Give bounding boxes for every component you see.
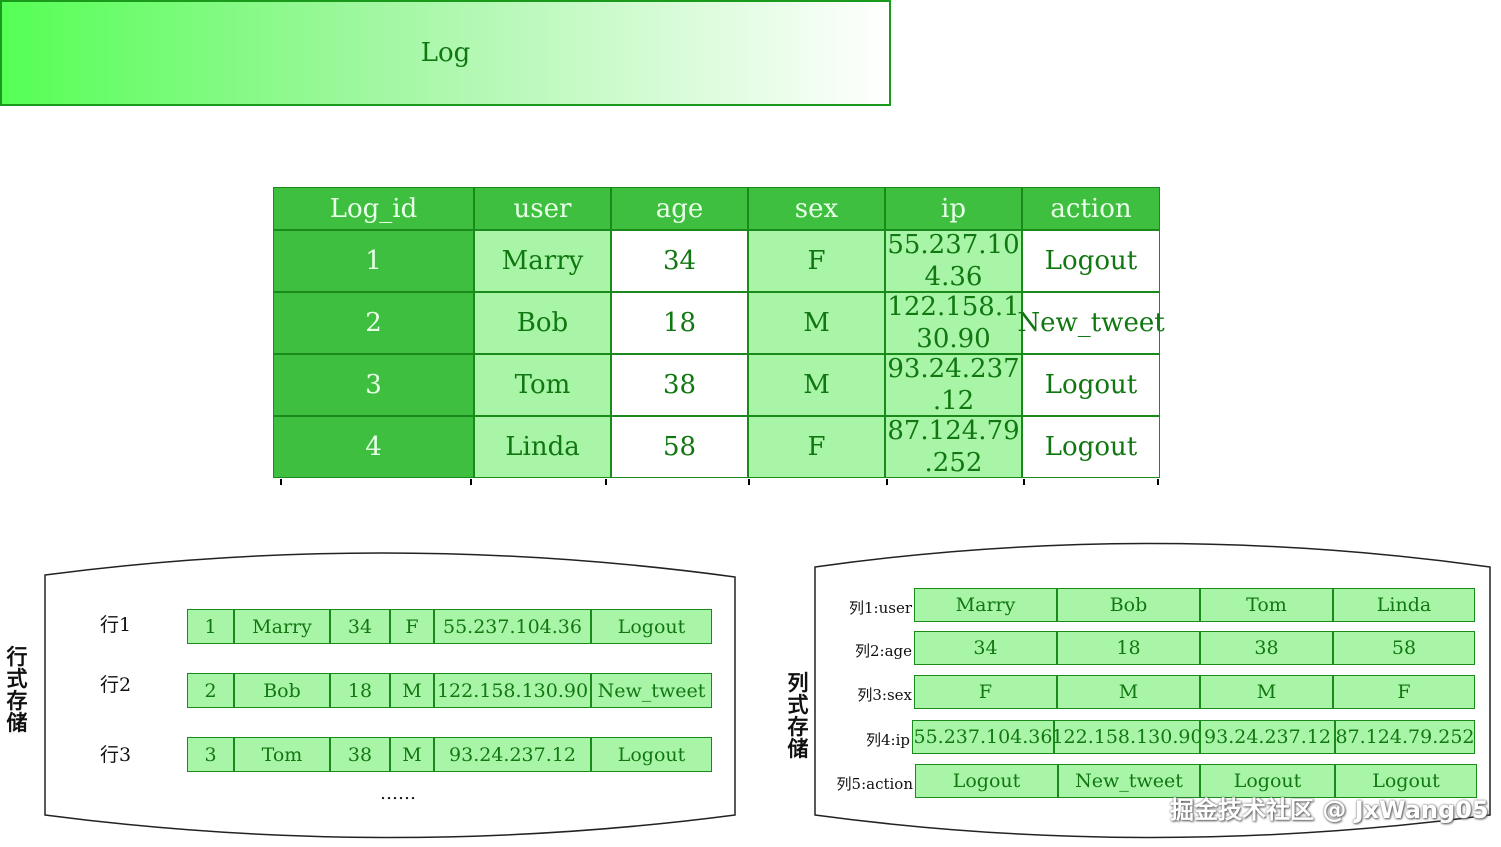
table-cell: 58 <box>611 416 748 478</box>
table-cell: Logout <box>1022 416 1160 478</box>
row-store-title: 行式存储 <box>6 644 28 735</box>
tick-mark <box>1023 479 1025 485</box>
column-label: 列1:user <box>848 599 912 617</box>
row-store-cell: M <box>390 673 434 708</box>
tick-mark <box>280 479 282 485</box>
column-store-cell: 87.124.79.252 <box>1335 720 1475 754</box>
column-store-cell: Marry <box>914 588 1057 622</box>
table-cell: 34 <box>611 230 748 292</box>
column-store-cell: 34 <box>914 631 1057 665</box>
table-cell: 2 <box>273 292 474 354</box>
column-store-cell: Logout <box>915 764 1058 798</box>
column-store-cell: 38 <box>1200 631 1333 665</box>
watermark: 掘金技术社区 @ JxWang05 <box>1170 796 1489 824</box>
column-store-cell: New_tweet <box>1058 764 1200 798</box>
table-cell: 1 <box>273 230 474 292</box>
row-store-cell: Bob <box>234 673 330 708</box>
column-header: ip <box>885 187 1022 230</box>
table-cell: F <box>748 416 885 478</box>
column-label: 列5:action <box>836 775 913 793</box>
table-cell: 93.24.237.12 <box>885 354 1022 416</box>
column-store-cell: Bob <box>1057 588 1200 622</box>
table-cell: F <box>748 230 885 292</box>
column-store-cell: F <box>1333 675 1475 709</box>
column-store-cell: F <box>914 675 1057 709</box>
column-store-cell: M <box>1200 675 1333 709</box>
ip-line: 122.158.1 <box>887 292 1020 322</box>
row-store-cell: Logout <box>591 609 712 644</box>
row-store-cell: Logout <box>591 737 712 772</box>
ip-line: 55.237.10 <box>887 230 1020 260</box>
table-cell: Tom <box>474 354 611 416</box>
row-store-cell: 38 <box>330 737 390 772</box>
column-store-cell: Tom <box>1200 588 1333 622</box>
ip-line: .12 <box>932 386 975 416</box>
column-store-cell: M <box>1057 675 1200 709</box>
column-store-cell: Logout <box>1335 764 1477 798</box>
tick-mark <box>748 479 750 485</box>
row-label: 行2 <box>100 674 132 696</box>
ip-line: 30.90 <box>916 324 991 354</box>
table-cell: M <box>748 354 885 416</box>
tick-mark <box>605 479 607 485</box>
column-label: 列2:age <box>854 642 912 660</box>
column-store-cell: Logout <box>1200 764 1335 798</box>
column-label: 列3:sex <box>857 686 912 704</box>
table-cell: 4 <box>273 416 474 478</box>
column-store-title: 列式存储 <box>787 670 809 761</box>
table-cell: 18 <box>611 292 748 354</box>
ip-line: 4.36 <box>924 262 983 292</box>
column-label: 列4:ip <box>866 731 910 749</box>
ellipsis: …… <box>380 783 416 804</box>
row-label: 行3 <box>100 744 132 766</box>
table-cell: 3 <box>273 354 474 416</box>
table-cell: Linda <box>474 416 611 478</box>
table-cell: 38 <box>611 354 748 416</box>
table-cell: M <box>748 292 885 354</box>
column-store-cell: Linda <box>1333 588 1475 622</box>
table-cell: Marry <box>474 230 611 292</box>
row-store-cell: 2 <box>187 673 234 708</box>
table-cell: 87.124.79.252 <box>885 416 1022 478</box>
column-header: age <box>611 187 748 230</box>
tick-mark <box>1157 479 1159 485</box>
column-header: Log_id <box>273 187 474 230</box>
row-store-cell: M <box>390 737 434 772</box>
row-store-cell: Tom <box>234 737 330 772</box>
table-cell: Logout <box>1022 354 1160 416</box>
tick-mark <box>886 479 888 485</box>
tick-mark <box>470 479 472 485</box>
table-cell: New_tweet <box>1017 292 1165 354</box>
row-store-cell: 3 <box>187 737 234 772</box>
column-header: sex <box>748 187 885 230</box>
row-label: 行1 <box>100 614 132 636</box>
ip-line: 93.24.237 <box>887 354 1020 384</box>
row-store-cell: 18 <box>330 673 390 708</box>
table-cell: Logout <box>1022 230 1160 292</box>
row-store-cell: 93.24.237.12 <box>434 737 591 772</box>
row-store-cell: F <box>390 609 434 644</box>
row-store-cell: 55.237.104.36 <box>434 609 591 644</box>
column-store-cell: 18 <box>1057 631 1200 665</box>
row-store-cell: 122.158.130.90 <box>434 673 591 708</box>
ip-line: .252 <box>924 448 983 478</box>
row-store-cell: New_tweet <box>591 673 712 708</box>
column-store-cell: 122.158.130.90 <box>1051 720 1203 754</box>
column-header: user <box>474 187 611 230</box>
column-store-cell: 93.24.237.12 <box>1200 720 1335 754</box>
column-header: action <box>1022 187 1160 230</box>
row-store-cell: 1 <box>187 609 234 644</box>
ip-line: 87.124.79 <box>887 416 1020 446</box>
row-store-cell: Marry <box>234 609 330 644</box>
column-store-cell: 58 <box>1333 631 1475 665</box>
log-table-title: Log <box>0 0 891 106</box>
table-cell: Bob <box>474 292 611 354</box>
column-store-cell: 55.237.104.36 <box>912 720 1054 754</box>
row-store-cell: 34 <box>330 609 390 644</box>
